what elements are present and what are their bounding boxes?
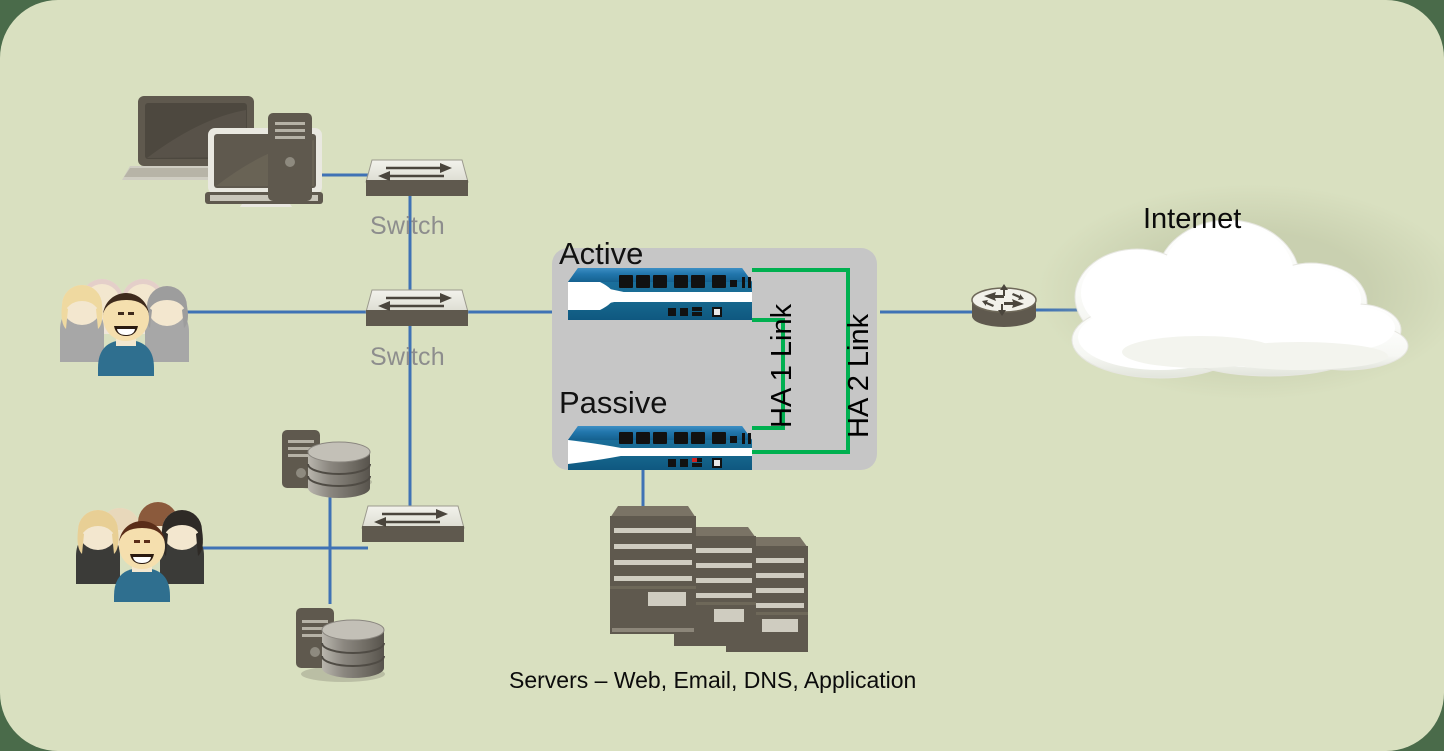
workstations-icon	[122, 96, 323, 207]
ha2-link-path	[752, 268, 850, 454]
switch-top[interactable]	[365, 159, 469, 196]
server-stack	[610, 506, 808, 652]
firewall-passive-label: Passive	[559, 385, 668, 420]
firewall-passive[interactable]	[568, 426, 752, 470]
ha1-link-path	[752, 318, 785, 430]
ha-link-lines	[752, 268, 850, 454]
servers-label: Servers – Web, Email, DNS, Application	[509, 667, 917, 693]
router[interactable]	[971, 284, 1037, 327]
ha2-link-label: HA 2 Link	[843, 313, 875, 438]
ha1-link-label: HA 1 Link	[766, 303, 798, 428]
user-group-top	[60, 279, 189, 376]
firewall-active-label: Active	[559, 236, 644, 271]
internet-cloud	[1037, 184, 1444, 400]
database-top	[282, 430, 372, 498]
switch-middle[interactable]	[365, 289, 469, 326]
switch-middle-label: Switch	[370, 343, 445, 371]
internet-label: Internet	[1143, 203, 1242, 235]
database-bottom	[296, 608, 385, 682]
user-group-bottom	[76, 502, 204, 602]
firewall-active[interactable]	[568, 268, 752, 320]
switch-top-label: Switch	[370, 212, 445, 240]
switch-bottom[interactable]	[361, 505, 465, 542]
